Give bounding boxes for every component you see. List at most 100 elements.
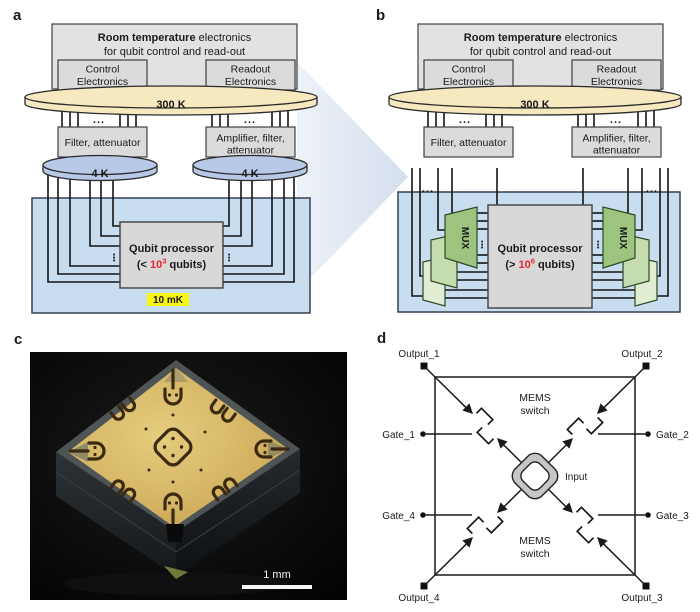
gate4-terminal xyxy=(420,512,426,518)
temp-10mk-label: 10 mK xyxy=(153,295,184,306)
input-port-inner xyxy=(520,461,550,491)
control-electronics-line1: Control xyxy=(452,64,486,76)
filter-attenuator-label: Filter, attenuator xyxy=(431,137,507,149)
room-temp-subtitle: for qubit control and read-out xyxy=(470,46,611,58)
wire-ellipsis: ... xyxy=(93,114,105,126)
mux-left xyxy=(444,206,478,269)
filter-attenuator-box xyxy=(423,126,514,158)
stage-4k-disc-left-rim xyxy=(42,154,158,176)
amplifier-filter-line2: attenuator xyxy=(593,145,641,157)
gate1-terminal xyxy=(420,431,426,437)
stage-300k-disc-rim xyxy=(24,85,318,109)
scale-bar-label: 1 mm xyxy=(263,569,291,581)
stage-300k-label: 300 K xyxy=(156,99,185,111)
input-label: Input xyxy=(565,472,587,483)
mems-switch-top-line2: switch xyxy=(520,405,549,417)
chip-glint-green xyxy=(164,566,188,579)
output3-label: Output_3 xyxy=(621,593,663,604)
amplifier-filter-line1: Amplifier, filter, xyxy=(216,133,284,145)
filter-attenuator-box xyxy=(57,126,148,158)
chip-bottom-tab xyxy=(166,524,184,542)
amplifier-filter-box xyxy=(205,126,296,158)
chip-side-left xyxy=(56,452,176,576)
output4-label: Output_4 xyxy=(398,593,440,604)
panel-b: b Room temperature electronics for qubit… xyxy=(376,7,682,313)
gate-lines xyxy=(425,433,646,516)
control-electronics-box xyxy=(57,59,148,91)
temp-10mk-highlight xyxy=(147,293,189,306)
readout-electronics-line2: Electronics xyxy=(591,76,642,88)
output1-terminal xyxy=(420,362,428,370)
wire-vertical-ellipsis: ⋮ xyxy=(109,253,119,264)
mems-switch-symbol-tl xyxy=(462,403,508,449)
chip-reflection xyxy=(64,572,288,596)
output4-terminal xyxy=(420,582,428,590)
mux-left-label: MUX xyxy=(459,227,470,250)
stage-4k-label: 4 K xyxy=(91,168,108,180)
control-electronics-line2: Electronics xyxy=(443,76,494,88)
mems-switch-top-line1: MEMS xyxy=(519,392,551,404)
wires-4k-to-processor xyxy=(47,168,295,283)
panel-b-label: b xyxy=(376,7,385,24)
panel-a: a Room temperature electronics for qubit… xyxy=(13,7,318,314)
mems-switch-bottom-line1: MEMS xyxy=(519,535,551,547)
readout-electronics-box xyxy=(571,59,662,91)
output2-label: Output_2 xyxy=(621,349,663,360)
gate3-terminal xyxy=(645,512,651,518)
output3-terminal xyxy=(642,582,650,590)
wire-vertical-ellipsis: ⋮ xyxy=(224,253,234,264)
gate2-label: Gate_2 xyxy=(656,430,689,441)
qubit-count: (< 103 qubits) xyxy=(137,257,207,272)
chip-corner-bevel-top xyxy=(164,368,188,382)
panel-transition-arrow xyxy=(297,62,408,292)
room-temp-title: Room temperature electronics xyxy=(464,32,618,44)
wire-ellipsis: ... xyxy=(646,183,658,195)
chip-glass-edge-lines xyxy=(55,469,301,553)
mux-right-label: MUX xyxy=(617,227,628,250)
mux-bus-lines xyxy=(445,212,635,299)
mems-switch-symbol-br xyxy=(562,502,608,548)
wire-ellipsis: ... xyxy=(610,114,622,126)
amplifier-filter-box xyxy=(571,126,662,158)
qubit-processor-title: Qubit processor xyxy=(129,243,215,255)
stage-300k-label: 300 K xyxy=(520,99,549,111)
control-electronics-line2: Electronics xyxy=(77,76,128,88)
panel-d-label: d xyxy=(377,330,386,347)
wire-ellipsis: ... xyxy=(422,183,434,195)
amplifier-filter-line1: Amplifier, filter, xyxy=(582,133,650,145)
wire-vertical-ellipsis: ⋮ xyxy=(477,240,487,251)
qubit-processor-box xyxy=(119,221,224,289)
qubit-count: (> 106 qubits) xyxy=(505,257,575,272)
amplifier-filter-line2: attenuator xyxy=(227,145,275,157)
readout-electronics-box xyxy=(205,59,296,91)
control-electronics-line1: Control xyxy=(86,64,120,76)
chip-side-right xyxy=(176,449,300,576)
gate1-label: Gate_1 xyxy=(382,430,415,441)
wire-vertical-ellipsis: ⋮ xyxy=(593,240,603,251)
readout-electronics-line1: Readout xyxy=(231,64,271,76)
qubit-processor-title: Qubit processor xyxy=(498,243,584,255)
stage-300k-disc-rim xyxy=(388,85,682,109)
switch-network-outline xyxy=(434,376,636,576)
chip-metal-features xyxy=(68,368,290,530)
output1-label: Output_1 xyxy=(398,349,440,360)
gate2-terminal xyxy=(645,431,651,437)
control-electronics-box xyxy=(423,59,514,91)
gate3-label: Gate_3 xyxy=(656,511,689,522)
mems-switch-bottom-line2: switch xyxy=(520,548,549,560)
mux-right xyxy=(602,206,636,269)
room-temp-subtitle: for qubit control and read-out xyxy=(104,46,245,58)
readout-electronics-line2: Electronics xyxy=(225,76,276,88)
room-temp-title: Room temperature electronics xyxy=(98,32,252,44)
gate4-label: Gate_4 xyxy=(382,511,415,522)
panel-c: c 1 mm xyxy=(14,331,347,600)
qubit-processor-box xyxy=(487,204,593,309)
filter-attenuator-label: Filter, attenuator xyxy=(65,137,141,149)
stage-4k-label: 4 K xyxy=(241,168,258,180)
scale-bar xyxy=(242,585,312,589)
mems-switch-symbol-tr xyxy=(562,403,608,449)
panel-c-label: c xyxy=(14,331,22,348)
readout-electronics-line1: Readout xyxy=(597,64,637,76)
